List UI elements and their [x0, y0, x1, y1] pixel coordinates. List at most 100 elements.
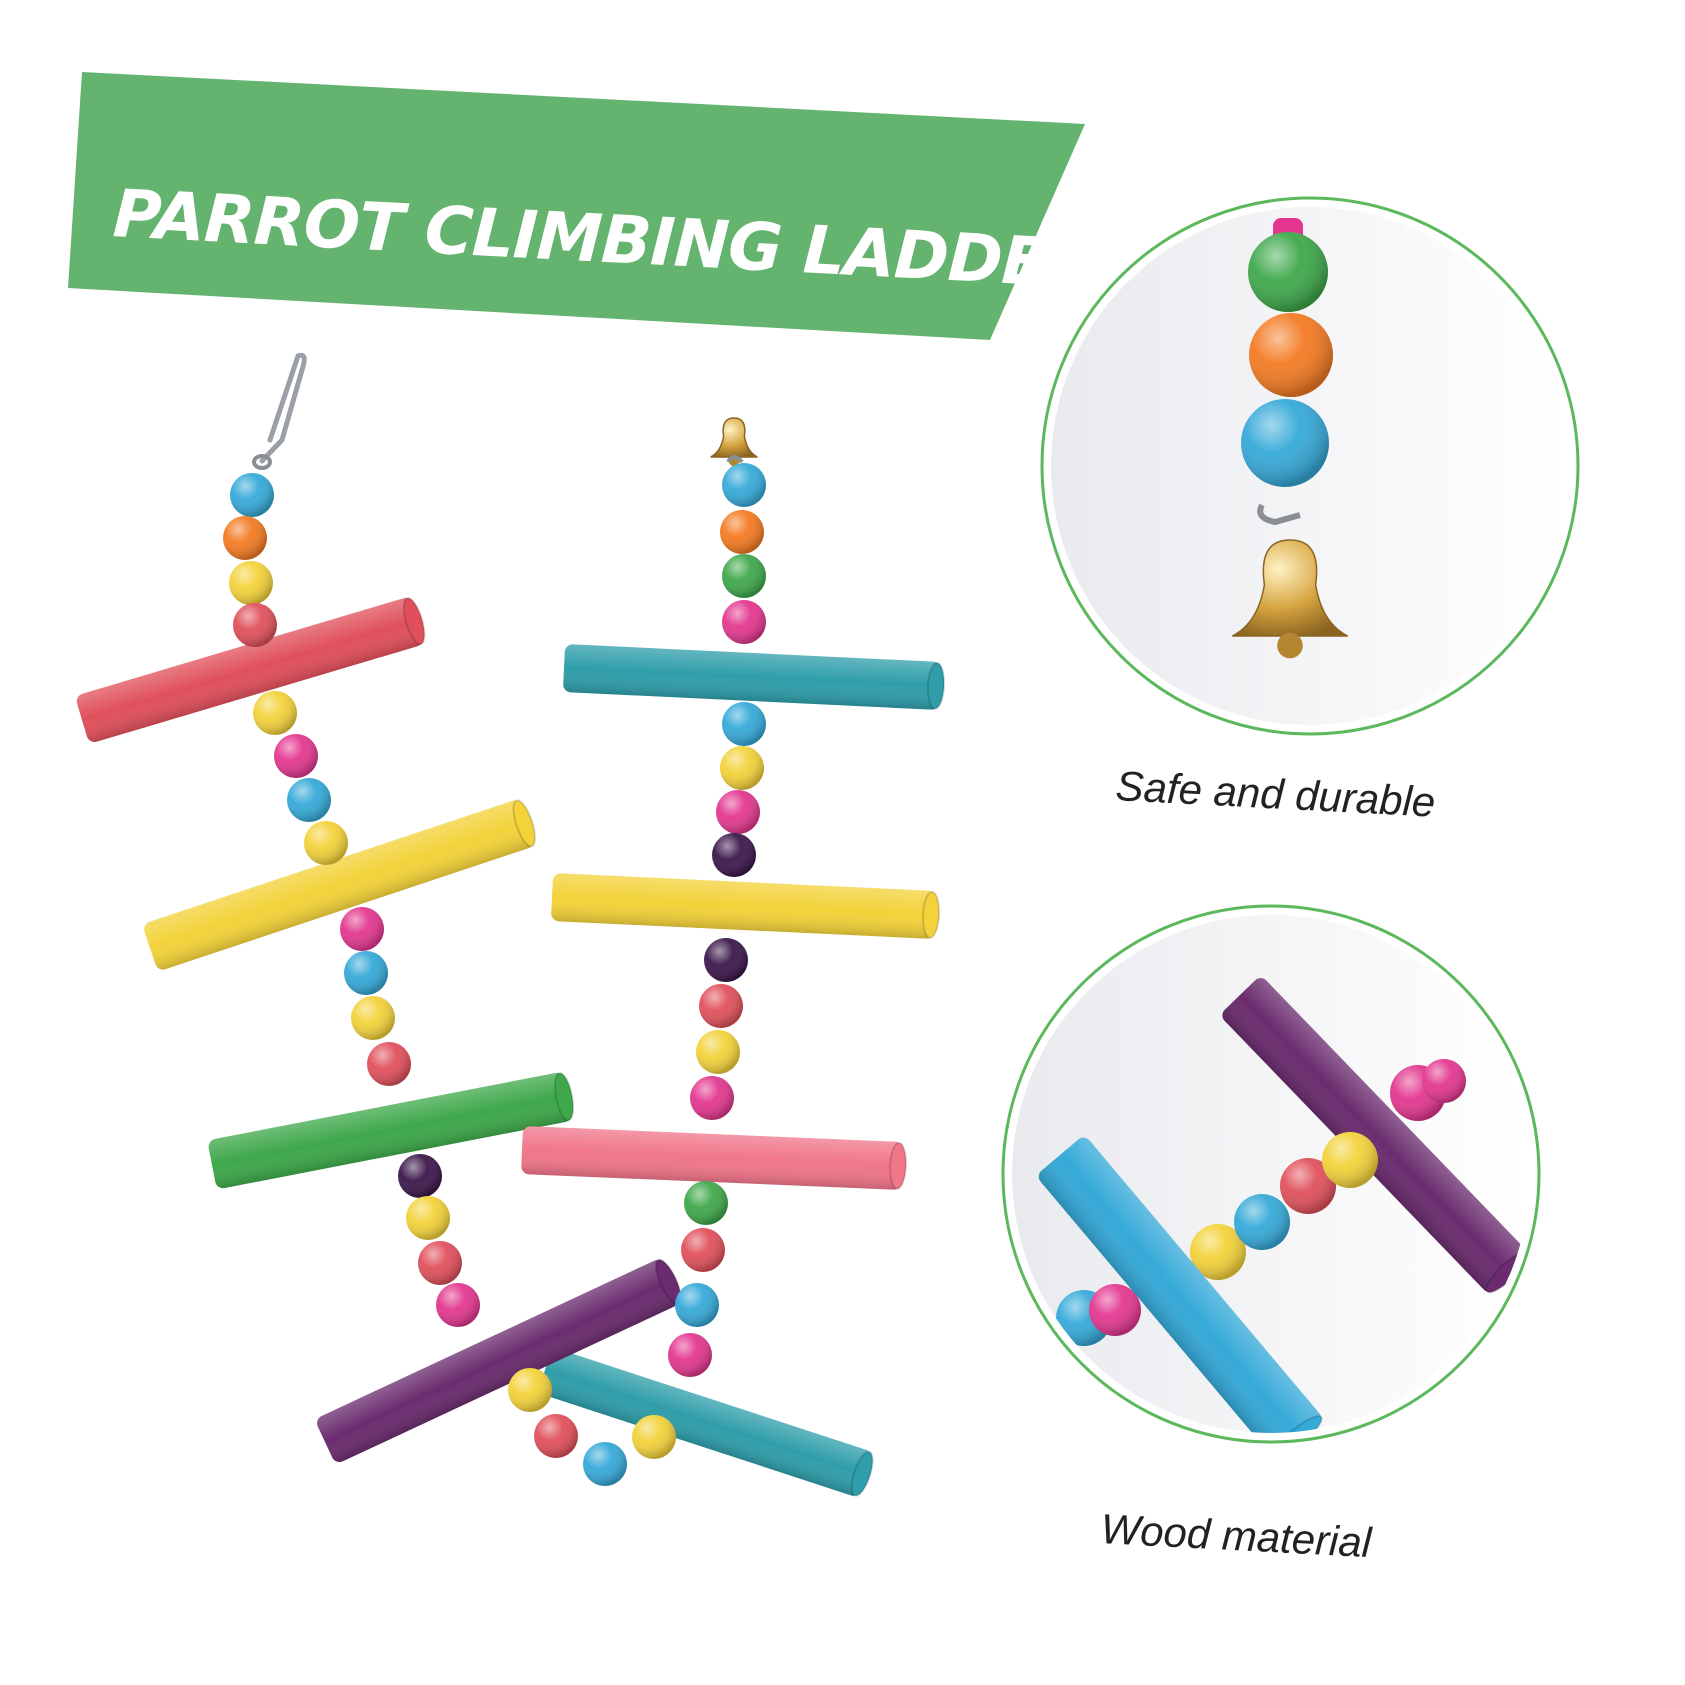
- closeup-ring: [1001, 904, 1541, 1444]
- perch-body: [1038, 1137, 1323, 1433]
- title-banner: PARROT CLIMBING LADDER: [68, 72, 1098, 340]
- bead-shading: [304, 821, 348, 865]
- bead-shading: [716, 790, 760, 834]
- bead: [720, 746, 764, 790]
- bead: [699, 984, 743, 1028]
- bead-shading: [367, 1042, 411, 1086]
- bead: [722, 463, 766, 507]
- hook-ring: [252, 454, 272, 470]
- perch-body: [144, 799, 536, 970]
- bead-shading: [340, 907, 384, 951]
- bead-shading: [712, 833, 756, 877]
- bead: [632, 1415, 676, 1459]
- bead: [344, 951, 388, 995]
- bead: [681, 1228, 725, 1272]
- perch-shading: [144, 800, 534, 970]
- hook-wire: [259, 352, 307, 464]
- bead-shading: [668, 1333, 712, 1377]
- wood-perch: [551, 873, 941, 939]
- bead-shading: [351, 996, 395, 1040]
- bead: [304, 821, 348, 865]
- perch-body: [208, 1072, 575, 1189]
- bead-shading: [722, 702, 766, 746]
- perch-body: [563, 644, 946, 710]
- bead-shading: [344, 951, 388, 995]
- bead: [684, 1181, 728, 1225]
- bead-shading: [675, 1283, 719, 1327]
- bead-shading: [722, 554, 766, 598]
- perch-shading: [551, 873, 936, 939]
- perch-body: [317, 1258, 682, 1463]
- perch-end: [888, 1141, 908, 1190]
- perch-shading: [539, 1349, 872, 1496]
- bead-bell-closeup: [1232, 218, 1348, 659]
- perch-body: [539, 1349, 874, 1497]
- closeup-ring: [1040, 196, 1580, 736]
- bead: [1422, 1059, 1466, 1103]
- bead: [436, 1283, 480, 1327]
- bead-shading: [583, 1442, 627, 1486]
- bead-shading: [690, 1076, 734, 1120]
- bead-shading: [1248, 232, 1328, 312]
- bead-shading: [1322, 1132, 1378, 1188]
- parrot-ladder-product: [76, 352, 946, 1497]
- wood-perch: [539, 1349, 874, 1497]
- bead: [229, 561, 273, 605]
- bead-shading: [1234, 1194, 1290, 1250]
- bead-shading: [229, 561, 273, 605]
- bead: [351, 996, 395, 1040]
- perch-body: [521, 1126, 908, 1190]
- bead-shading: [436, 1283, 480, 1327]
- bead: [696, 1030, 740, 1074]
- bead-shading: [406, 1196, 450, 1240]
- perch-shading: [563, 644, 941, 710]
- bead: [583, 1442, 627, 1486]
- bead-shading: [704, 938, 748, 982]
- perch-shading: [76, 597, 424, 743]
- bead: [1089, 1284, 1141, 1336]
- bead: [274, 734, 318, 778]
- perch-shading: [1222, 978, 1528, 1292]
- feature-closeup-wood: Wood material: [1001, 904, 1541, 1566]
- wood-perch: [521, 1126, 908, 1190]
- bead: [704, 938, 748, 982]
- closeup-background: [1012, 915, 1530, 1433]
- bead-shading: [287, 778, 331, 822]
- bead: [1280, 1158, 1336, 1214]
- bead: [534, 1414, 578, 1458]
- wood-perch: [1038, 1137, 1323, 1433]
- bead: [722, 600, 766, 644]
- bead-shading: [230, 473, 274, 517]
- perch-end: [1272, 1415, 1323, 1433]
- bead: [406, 1196, 450, 1240]
- bead: [230, 473, 274, 517]
- bead: [340, 907, 384, 951]
- bead-shading: [684, 1181, 728, 1225]
- bead-shading: [1190, 1224, 1246, 1280]
- bead-shading: [534, 1414, 578, 1458]
- bead: [1241, 399, 1329, 487]
- bell-body: [1232, 539, 1348, 637]
- bead-shading: [1249, 313, 1333, 397]
- bead: [716, 790, 760, 834]
- bead: [1248, 232, 1328, 312]
- bead: [722, 702, 766, 746]
- perch-shading: [208, 1072, 572, 1189]
- bead: [712, 833, 756, 877]
- bead: [233, 603, 277, 647]
- bead-shading: [233, 603, 277, 647]
- bead-shading: [1280, 1158, 1336, 1214]
- bead: [1249, 313, 1333, 397]
- feature-caption-wood: Wood material: [1100, 1505, 1375, 1566]
- bead-shading: [632, 1415, 676, 1459]
- bead: [398, 1154, 442, 1198]
- wood-perch: [144, 799, 536, 970]
- bead-shading: [699, 984, 743, 1028]
- closeup-wire: [1257, 503, 1301, 526]
- bead: [722, 554, 766, 598]
- wood-perch: [76, 597, 426, 743]
- bead: [287, 778, 331, 822]
- bead-shading: [720, 746, 764, 790]
- bead-shading: [681, 1228, 725, 1272]
- bead: [1234, 1194, 1290, 1250]
